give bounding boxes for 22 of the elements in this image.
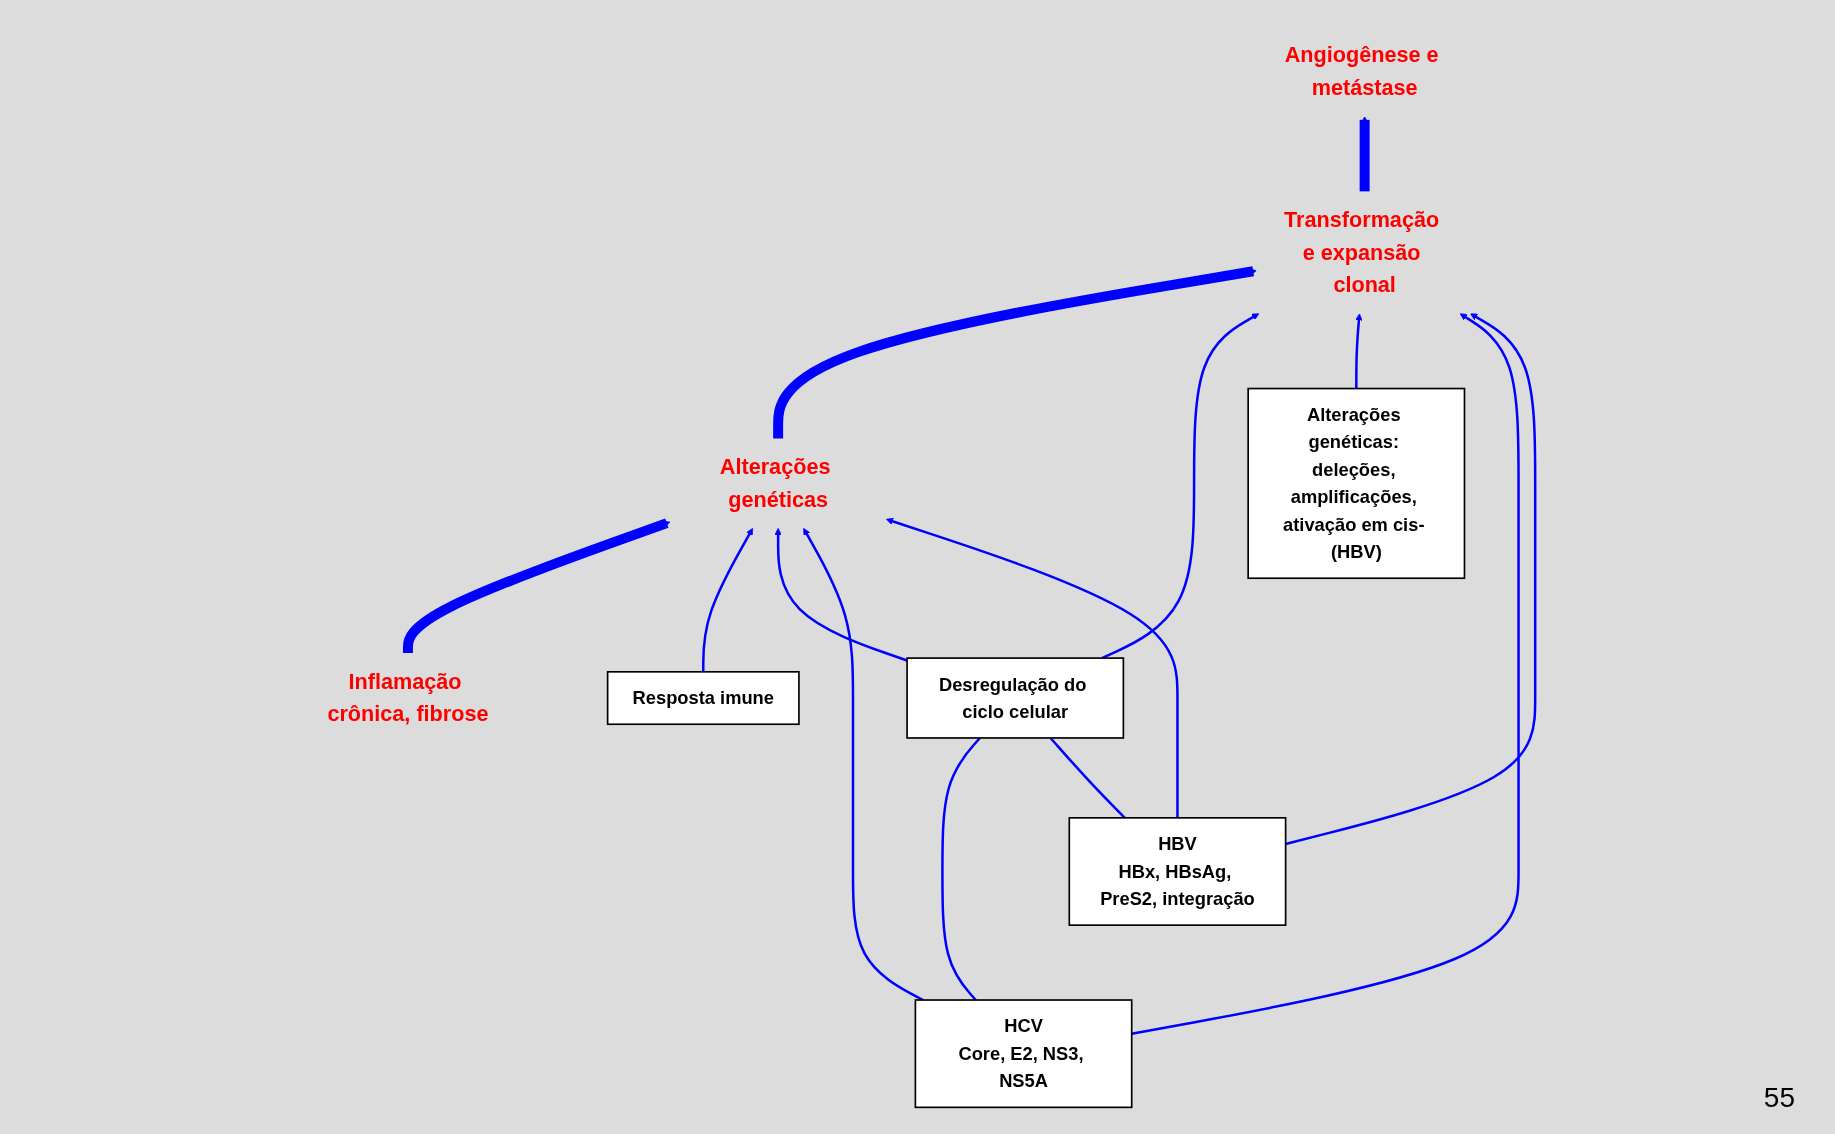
connector xyxy=(941,737,981,1001)
node-box: HCV Core, E2, NS3, NS5A xyxy=(914,999,1133,1109)
arrow xyxy=(1355,313,1363,389)
node-box: HBV HBx, HBsAg, PreS2, integração xyxy=(1068,817,1287,926)
arrow xyxy=(1131,313,1520,1035)
arrow xyxy=(1285,313,1537,846)
arrow xyxy=(885,517,1179,818)
arrow xyxy=(773,266,1257,439)
node-text: Alterações genéticas xyxy=(719,454,831,512)
node-text: Inflamação crônica, fibrose xyxy=(327,668,489,727)
arrow xyxy=(1359,116,1370,192)
arrow xyxy=(803,528,924,1002)
node-text: Angiogênese e metástase xyxy=(1284,42,1439,100)
node-text: Transformação e expansão clonal xyxy=(1284,207,1440,298)
node-box: Alterações genéticas: deleções, amplificações, ativação em cis- (HBV) xyxy=(1247,387,1466,580)
slide-number: 55 xyxy=(1763,1082,1795,1113)
node-box: Resposta imune xyxy=(606,671,800,726)
connector xyxy=(1049,737,1126,819)
arrow xyxy=(1101,313,1260,660)
node-box: Desregulação do ciclo celular xyxy=(906,657,1125,739)
arrow xyxy=(702,528,754,672)
arrow xyxy=(774,528,908,662)
